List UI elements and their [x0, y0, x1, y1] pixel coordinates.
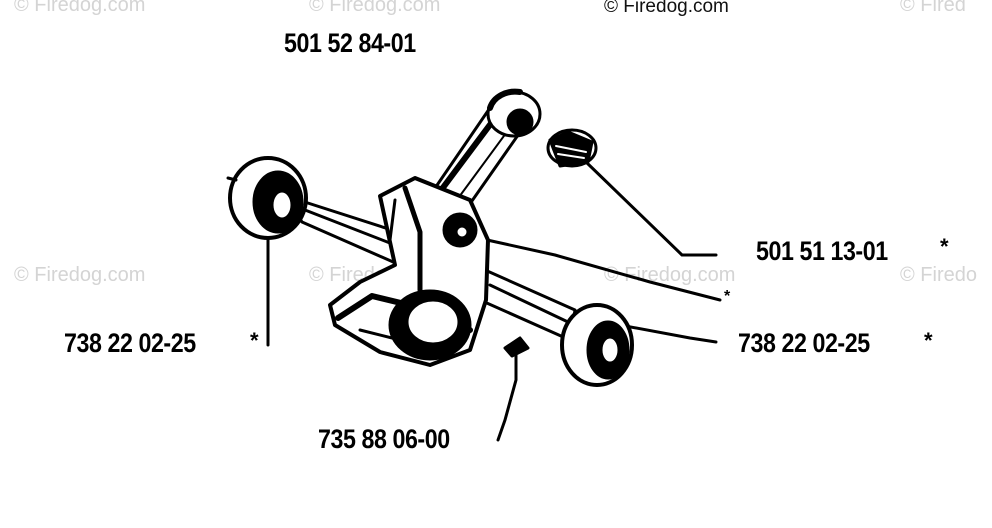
woodruff-key [503, 336, 530, 358]
leader-line-needle-bearing [584, 160, 718, 257]
right-shaft [478, 268, 577, 342]
part-number-bearing-right: 738 22 02-25 [738, 328, 870, 358]
asterisk-needle-bearing: * [940, 234, 949, 259]
leader-line-asterisk [476, 236, 722, 302]
part-number-needle-bearing: 501 51 13-01 [756, 236, 888, 266]
part-number-key: 735 88 06-00 [318, 424, 450, 454]
watermark: © Firedog.com [604, 264, 736, 286]
watermark: © Fired [900, 0, 966, 16]
watermark-top: © Firedog.com [604, 0, 729, 17]
asterisk-bearing-right: * [924, 328, 933, 353]
watermark: © Firedo [900, 264, 977, 286]
part-number-crankshaft: 501 52 84-01 [284, 28, 416, 58]
watermark: © Firedog.com [309, 0, 441, 16]
watermark: © Firedog.com [14, 0, 146, 16]
part-number-bearing-left: 738 22 02-25 [64, 328, 196, 358]
leader-line-key [496, 343, 518, 442]
asterisk-leader: * [724, 288, 731, 305]
watermark: © Firedog.com [14, 264, 146, 286]
asterisk-bearing-left: * [250, 328, 259, 353]
leader-line-bearing-right [618, 323, 718, 344]
